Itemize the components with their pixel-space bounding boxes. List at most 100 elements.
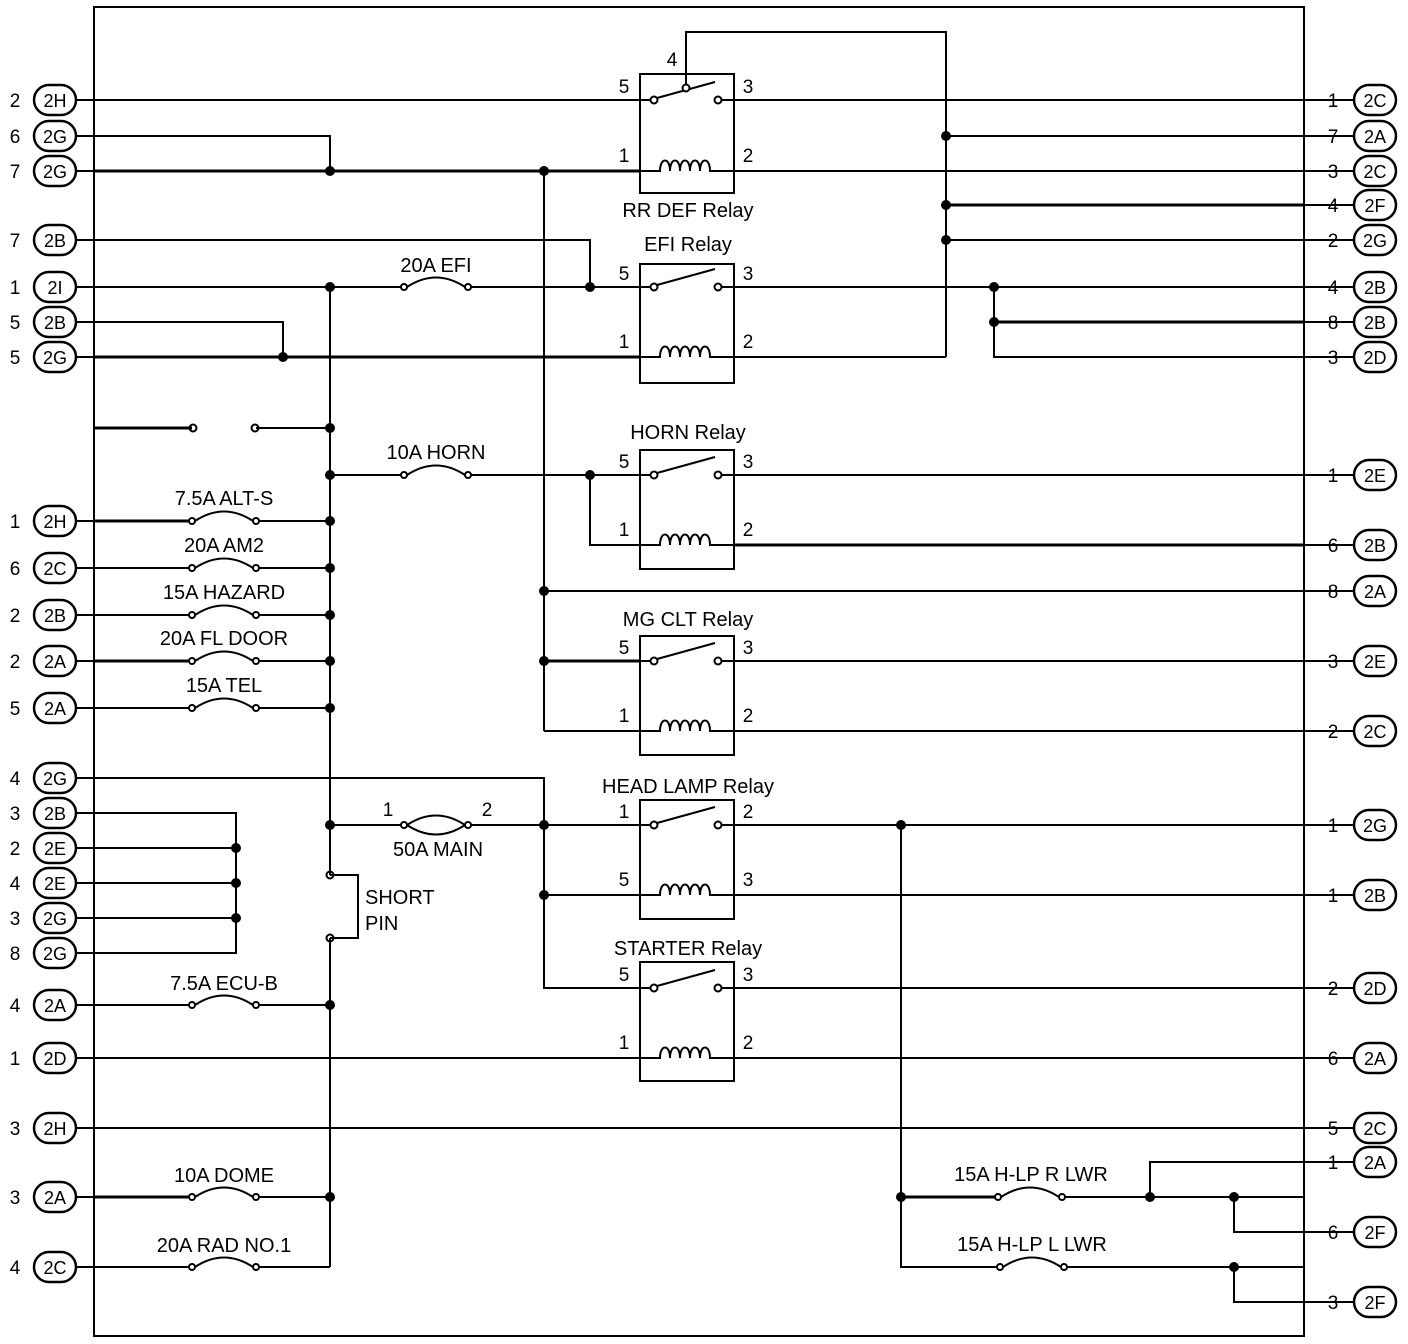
relay-rr-def-pin-label: 5 [619, 77, 630, 98]
junction-dot [941, 131, 951, 141]
connector-code: 2G [43, 348, 67, 368]
relay-mg-clt-pin-label: 1 [619, 706, 630, 727]
connector-pin-number: 2 [1328, 979, 1339, 1000]
connector-code: 2A [44, 652, 66, 672]
connector-code: 2D [1363, 348, 1386, 368]
connector-pin-number: 1 [1328, 91, 1339, 112]
junction-dot [325, 563, 335, 573]
fuse-label-tel: 15A TEL [186, 675, 262, 697]
connector-pin-number: 4 [10, 1258, 21, 1279]
relay-head-lamp-box [639, 799, 735, 920]
connector-code: 2B [1364, 278, 1386, 298]
junction-block-frame [93, 6, 1305, 1337]
connector-pin-number: 8 [1328, 582, 1339, 603]
fuse-label-main: 50A MAIN [393, 839, 483, 861]
relay-efi-pin-label: 1 [619, 332, 630, 353]
relay-efi-box [639, 263, 735, 384]
junction-dot [941, 235, 951, 245]
relay-horn-pin-label: 3 [743, 452, 754, 473]
connector-pin-number: 6 [10, 559, 21, 580]
rr-def-relay-pin-4: 4 [667, 50, 678, 71]
connector-left: 4 2C [10, 1250, 94, 1284]
fuse-hlp-l-symbol [996, 1256, 1068, 1271]
connector-pin-number: 3 [1328, 652, 1339, 673]
connector-code: 2H [43, 1119, 66, 1139]
connector-left: 4 2E [10, 866, 94, 900]
relay-rr-def-box [639, 73, 735, 194]
fuse-rad1-symbol [188, 1256, 260, 1271]
connector-code: 2E [44, 874, 66, 894]
connector-pin-number: 1 [1328, 466, 1339, 487]
relay-head-lamp-pin-label: 3 [743, 870, 754, 891]
connector-code: 2G [43, 162, 67, 182]
open-switch-symbol [188, 423, 260, 433]
short-pin-symbol [325, 870, 335, 943]
junction-dot [896, 820, 906, 830]
relay-starter-box [639, 961, 735, 1082]
junction-dot [539, 820, 549, 830]
connector-code: 2C [43, 1258, 66, 1278]
relay-starter-pin-label: 2 [743, 1033, 754, 1054]
relay-starter-contact-left [649, 983, 659, 993]
relay-label-mg-clt: MG CLT Relay [623, 609, 753, 631]
connector-pin-number: 4 [10, 874, 21, 895]
junction-dot [989, 317, 999, 327]
relay-horn-switch-arm [656, 456, 716, 474]
relay-efi-pin-label: 2 [743, 332, 754, 353]
junction-dots [231, 131, 1239, 1272]
connector-pin-number: 3 [10, 1188, 21, 1209]
junction-dot [1229, 1262, 1239, 1272]
connector-pin-number: 1 [1328, 816, 1339, 837]
relay-horn-pin-label: 5 [619, 452, 630, 473]
relay-horn-contact-right [713, 470, 723, 480]
connector-pin-number: 2 [1328, 231, 1339, 252]
junction-dot [1145, 1192, 1155, 1202]
connector-right: 1 2C [1304, 83, 1398, 117]
fuse-label-ecu-b: 7.5A ECU-B [170, 973, 278, 995]
connector-code: 2C [1363, 91, 1386, 111]
relay-mg-clt-contact-right [713, 656, 723, 666]
relay-mg-clt-box [639, 635, 735, 756]
connector-pin-number: 3 [1328, 1293, 1339, 1314]
relay-mg-clt-pin-label: 2 [743, 706, 754, 727]
connector-pin-number: 8 [1328, 313, 1339, 334]
fuse-hazard-symbol [188, 604, 260, 619]
connector-pin-number: 2 [10, 839, 21, 860]
connector-code: 2B [44, 231, 66, 251]
connector-pin-number: 6 [1328, 1049, 1339, 1070]
junction-dot [585, 470, 595, 480]
relay-label-horn: HORN Relay [630, 422, 746, 444]
connector-code: 2G [43, 944, 67, 964]
junction-dot [325, 610, 335, 620]
relay-horn-coil [634, 533, 740, 546]
connector-pin-number: 4 [1328, 196, 1339, 217]
connector-pin-number: 2 [1328, 722, 1339, 743]
connector-pin-number: 7 [1328, 127, 1339, 148]
connector-pin-number: 4 [10, 996, 21, 1017]
junction-dot [325, 703, 335, 713]
connector-code: 2B [44, 313, 66, 333]
relay-rr-def-contact-top [681, 83, 691, 93]
junction-dot [539, 890, 549, 900]
fuse-label-hazard: 15A HAZARD [163, 582, 285, 604]
